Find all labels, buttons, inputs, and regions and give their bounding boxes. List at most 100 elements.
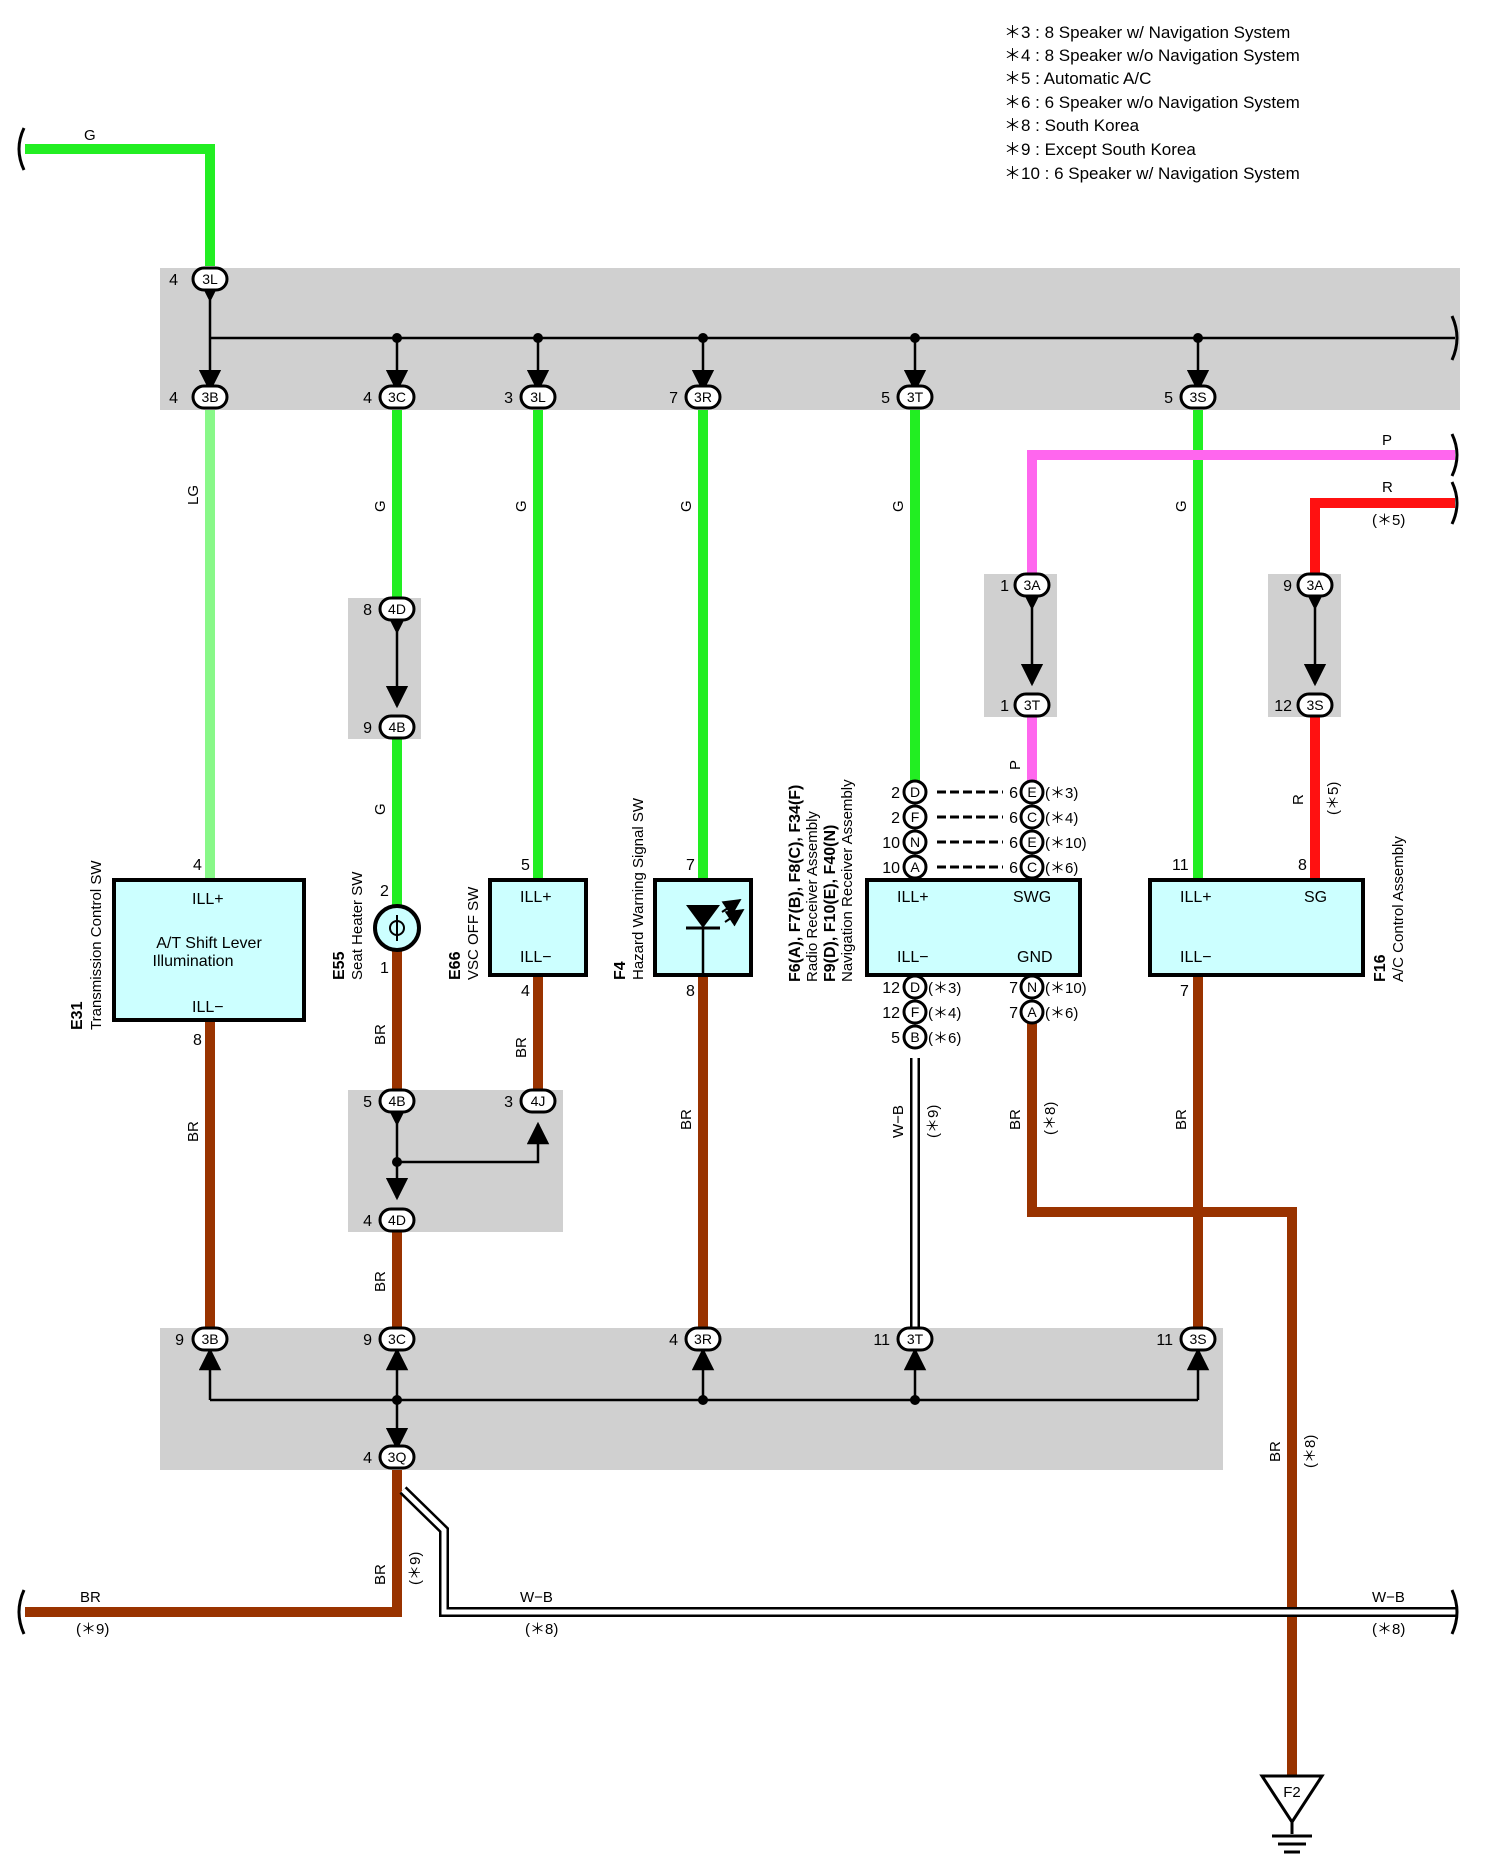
pin-number: 11 xyxy=(873,1332,890,1349)
connector-label: 4D xyxy=(388,601,406,617)
connector-label: 3Q xyxy=(388,1449,407,1465)
wire-label: BR xyxy=(185,1121,202,1142)
connector-3A-p: 3A 1 xyxy=(1000,572,1051,598)
variant-note: (＊10) xyxy=(1045,835,1087,852)
terminal-label: N xyxy=(910,834,920,850)
wire-note: (＊9) xyxy=(925,1105,942,1138)
component-code: F6(A), F7(B), F8(C), F34(F) xyxy=(787,785,804,982)
component-code: F16 xyxy=(1372,954,1389,982)
wire-label: G xyxy=(372,803,389,815)
connector-4B-lower: 4B 5 xyxy=(363,1088,416,1114)
pin-number: 1 xyxy=(1000,698,1009,715)
connector-label: 3R xyxy=(694,1331,712,1347)
wire-note: (＊5) xyxy=(1325,782,1342,815)
connector-3C-bottom: 3C 9 xyxy=(363,1326,416,1352)
component-body-line: Illumination xyxy=(153,953,234,970)
note-line: ＊6 : 6 Speaker w/o Navigation System xyxy=(1004,93,1300,112)
pin-number: 7 xyxy=(669,390,678,407)
pin-number: 11 xyxy=(1156,1332,1173,1349)
ill-plus-label: ILL+ xyxy=(520,889,552,906)
wire-label: G xyxy=(372,500,389,512)
connector-3S-r: 3S 12 xyxy=(1274,692,1334,718)
connector-label: 3B xyxy=(201,1331,218,1347)
pin-number: 7 xyxy=(1180,983,1189,1000)
connector-label: 3S xyxy=(1189,389,1206,405)
pin-number: 9 xyxy=(175,1332,184,1349)
pin-number: 6 xyxy=(1009,785,1018,802)
wire-r xyxy=(1310,498,1455,574)
component-code: F9(D), F10(E), F40(N) xyxy=(822,825,839,982)
note-line: ＊10 : 6 Speaker w/ Navigation System xyxy=(1004,164,1300,183)
pin-number: 3 xyxy=(504,390,513,407)
note-line: ＊3 : 8 Speaker w/ Navigation System xyxy=(1004,23,1290,42)
wire-label: P xyxy=(1382,432,1392,449)
wire-label: G xyxy=(513,500,530,512)
component-name: Radio Receiver Assembly xyxy=(804,811,821,982)
connector-3L-top-out: 3L 3 xyxy=(504,384,557,410)
wire-labels: G LG G G G G G G P R (＊5) P R (＊5) BR BR… xyxy=(76,127,1405,1638)
pin-number: 4 xyxy=(169,390,178,407)
pin-number: 12 xyxy=(1274,698,1292,715)
component-e31-transmission-control-sw: ILL+ A/T Shift Lever Illumination ILL− 4… xyxy=(69,857,306,1049)
ill-minus-label: ILL− xyxy=(192,999,224,1016)
wire-note: (＊9) xyxy=(407,1552,424,1585)
wire-label: W−B xyxy=(520,1589,553,1606)
sg-label: SG xyxy=(1304,889,1327,906)
wire-label: G xyxy=(890,500,907,512)
pin-number: 3 xyxy=(504,1094,513,1111)
connector-label: 3R xyxy=(694,389,712,405)
wire-label: R xyxy=(1290,794,1307,805)
pin-number: 10 xyxy=(882,860,900,877)
connector-label: 3C xyxy=(388,1331,406,1347)
connector-label: 3A xyxy=(1023,577,1041,593)
pin-number: 8 xyxy=(686,983,695,1000)
wire-note: (＊8) xyxy=(1042,1102,1059,1135)
wire-label: LG xyxy=(185,485,202,505)
pin-number: 4 xyxy=(363,390,372,407)
variant-note: (＊4) xyxy=(1045,810,1078,827)
pin-number: 7 xyxy=(1009,1005,1018,1022)
pin-number: 4 xyxy=(521,983,530,1000)
terminal-label: F xyxy=(911,809,920,825)
pin-number: 2 xyxy=(891,785,900,802)
connector-3T-bottom: 3T 11 xyxy=(873,1326,934,1352)
wire-note: (＊5) xyxy=(1372,512,1405,529)
notes-legend: ＊3 : 8 Speaker w/ Navigation System ＊4 :… xyxy=(1004,23,1300,183)
seat-junction-upper xyxy=(348,598,421,739)
wire-note: (＊8) xyxy=(1372,1621,1405,1638)
connector-label: 4B xyxy=(388,1093,405,1109)
pin-number: 6 xyxy=(1009,860,1018,877)
ill-plus-label: ILL+ xyxy=(192,891,224,908)
variant-note: (＊3) xyxy=(1045,785,1078,802)
wire-label: R xyxy=(1382,479,1393,496)
variant-note: (＊6) xyxy=(1045,860,1078,877)
pin-number: 2 xyxy=(380,883,389,900)
wire-label: G xyxy=(84,127,96,144)
connector-3B-top: 3B 4 xyxy=(169,384,229,410)
wire-g-input xyxy=(25,144,215,266)
connector-label: 4J xyxy=(531,1093,546,1109)
connector-label: 4B xyxy=(388,719,405,735)
note-line: ＊5 : Automatic A/C xyxy=(1004,69,1151,88)
radio-top-right-terminals: E 6 (＊3) C 6 (＊4) E 6 (＊10) C 6 (＊6) xyxy=(1009,779,1087,880)
terminal-label: B xyxy=(910,1029,919,1045)
pin-number: 5 xyxy=(363,1094,372,1111)
gnd-label: GND xyxy=(1017,949,1053,966)
ill-minus-label: ILL− xyxy=(520,949,552,966)
connector-label: 3T xyxy=(907,389,924,405)
wire-note: (＊9) xyxy=(76,1621,109,1638)
component-name: Transmission Control SW xyxy=(88,860,105,1030)
connector-label: 3L xyxy=(202,271,218,287)
wire-label: BR xyxy=(1007,1109,1024,1130)
connector-3T-top: 3T 5 xyxy=(881,384,934,410)
connector-3S-top: 3S 5 xyxy=(1164,384,1217,410)
pin-number: 4 xyxy=(363,1213,372,1230)
component-code: E55 xyxy=(331,951,348,980)
connector-4D-seat: 4D 8 xyxy=(363,596,416,622)
pin-number: 6 xyxy=(1009,835,1018,852)
terminal-label: E xyxy=(1027,784,1036,800)
connector-3T-p: 3T 1 xyxy=(1000,692,1051,718)
terminal-label: F xyxy=(911,1004,920,1020)
pin-number: 6 xyxy=(1009,810,1018,827)
component-code: E66 xyxy=(447,951,464,980)
